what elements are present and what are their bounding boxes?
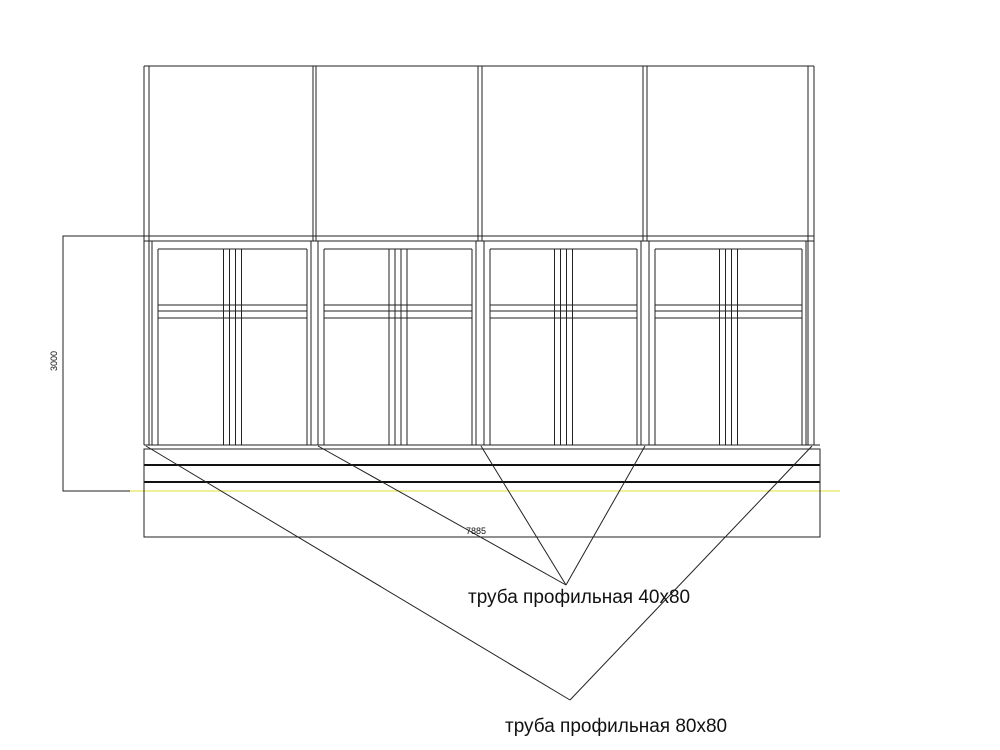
- callout-pipe-40x80: труба профильная 40x80: [468, 587, 691, 608]
- foundation-box: [143, 448, 821, 538]
- frame-structure: [143, 65, 815, 445]
- height-dimension-label: 3000: [49, 350, 60, 372]
- callout-pipe-80x80: труба профильная 80x80: [505, 716, 728, 737]
- width-dimension-label: 7885: [466, 526, 487, 536]
- leaders-40x80: [317, 445, 646, 586]
- height-dimension-line: [62, 235, 145, 492]
- leaders-80x80: [145, 445, 813, 701]
